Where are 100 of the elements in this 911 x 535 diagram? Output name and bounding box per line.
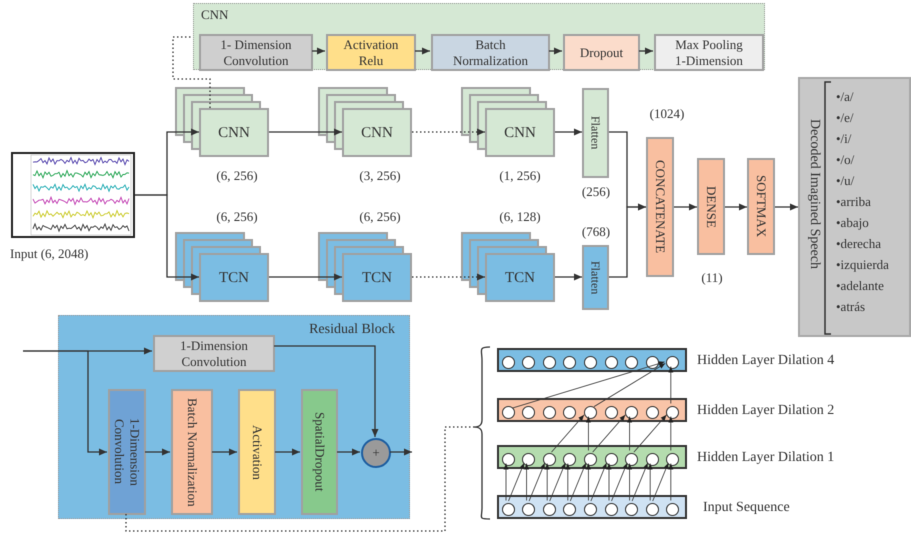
neuron-circle [646, 502, 659, 516]
neuron-circle [584, 406, 597, 418]
layer-bar [497, 445, 687, 469]
arrow [544, 463, 550, 501]
neuron-circle [666, 502, 680, 516]
arrow [606, 463, 612, 501]
layer-label: Hidden Layer Dilation 2 [697, 403, 834, 419]
arrow [590, 462, 607, 502]
arrow [586, 463, 591, 501]
output-panel [798, 77, 911, 337]
arrow [586, 416, 591, 451]
curly-brace [474, 346, 490, 520]
neuron-circle [625, 356, 638, 368]
neuron-circle [666, 452, 680, 466]
neuron-circle [502, 452, 514, 466]
neuron-circle [584, 502, 597, 516]
neuron-circle [502, 356, 514, 368]
arrow [555, 128, 582, 136]
arrow [274, 345, 378, 437]
arrow [668, 366, 674, 404]
neuron-circle [666, 406, 680, 418]
class-label: •/i/ [836, 131, 852, 147]
group-panel [58, 315, 410, 519]
neuron-circle [604, 452, 618, 466]
arrow [528, 462, 546, 502]
arrow [512, 361, 665, 408]
neuron-circle [542, 502, 556, 516]
neuron-circle [646, 452, 659, 466]
layer-box: CONCATENATE [646, 137, 674, 277]
arrow [592, 414, 626, 452]
class-label: •atrás [836, 299, 866, 315]
arrow [775, 204, 798, 210]
arrow [269, 274, 342, 280]
arrow [524, 463, 530, 501]
neuron-circle [502, 406, 514, 418]
layer-box: Activation Relu [326, 34, 416, 71]
layer-box: 1- Dimension Convolution [199, 34, 313, 71]
class-label: •derecha [836, 236, 881, 252]
layer-box: SpatialDropout [301, 389, 338, 515]
dimension-label: (768) [582, 224, 610, 240]
neuron-circle [522, 502, 536, 516]
arrow [570, 462, 586, 502]
dimension-label: (1, 256) [499, 168, 541, 184]
arrow [611, 462, 628, 502]
neuron-circle [584, 452, 597, 466]
dotted-line [125, 426, 474, 532]
layer-box: TCN [199, 253, 269, 302]
panel-title: Decoded Imagined Speech [806, 119, 822, 270]
neuron-circle [604, 406, 618, 418]
neuron-circle [502, 502, 514, 516]
layer-box: Dropout [563, 34, 640, 71]
arrow [674, 204, 697, 210]
arrow [555, 274, 582, 280]
arrow [549, 48, 562, 54]
dimension-label: (11) [701, 270, 723, 286]
arrow [269, 128, 342, 136]
layer-box: Max Pooling 1-Dimension [654, 34, 764, 71]
neuron-circle [522, 356, 536, 368]
layer-box: TCN [485, 253, 555, 302]
layer-label: Hidden Layer Dilation 4 [697, 353, 834, 369]
neuron-circle [542, 406, 556, 418]
dimension-label: (6, 128) [499, 209, 541, 225]
dimension-label: (6, 256) [216, 168, 258, 184]
neuron-circle [625, 406, 638, 418]
class-label: •adelante [836, 278, 884, 294]
neuron-circle [604, 356, 618, 368]
layer-box: Flatten [582, 245, 609, 310]
layer-bar [497, 495, 687, 519]
neuron-circle [522, 452, 536, 466]
arrow [415, 48, 430, 54]
arrow [668, 463, 674, 501]
picture [11, 152, 135, 238]
neuron-circle [563, 406, 576, 418]
arrow [504, 463, 508, 501]
dotted-arrow [412, 274, 485, 280]
arrow [549, 462, 566, 502]
layer-box: SOFTMAX [747, 158, 775, 255]
arrow [648, 463, 653, 501]
neuron-circle [646, 356, 659, 368]
arrow [725, 204, 747, 210]
class-label: •/a/ [836, 89, 854, 105]
neuron-circle [563, 356, 576, 368]
neuron-circle [625, 502, 638, 516]
class-label: •/o/ [836, 152, 854, 168]
neuron-circle [563, 502, 576, 516]
arrow [609, 204, 646, 278]
arrow [668, 416, 674, 451]
class-label: •abajo [836, 215, 869, 231]
group-title: Residual Block [309, 322, 395, 338]
input-label: Input (6, 2048) [10, 246, 88, 262]
neuron-circle [604, 502, 618, 516]
layer-label: Hidden Layer Dilation 1 [697, 450, 834, 466]
arrow [275, 448, 300, 456]
arrow [23, 350, 107, 456]
arrow [594, 363, 666, 407]
neuron-circle [542, 356, 556, 368]
neuron-circle [522, 406, 536, 418]
dotted-arrow [412, 128, 485, 136]
arrow [390, 448, 412, 456]
neuron-circle [646, 406, 659, 418]
